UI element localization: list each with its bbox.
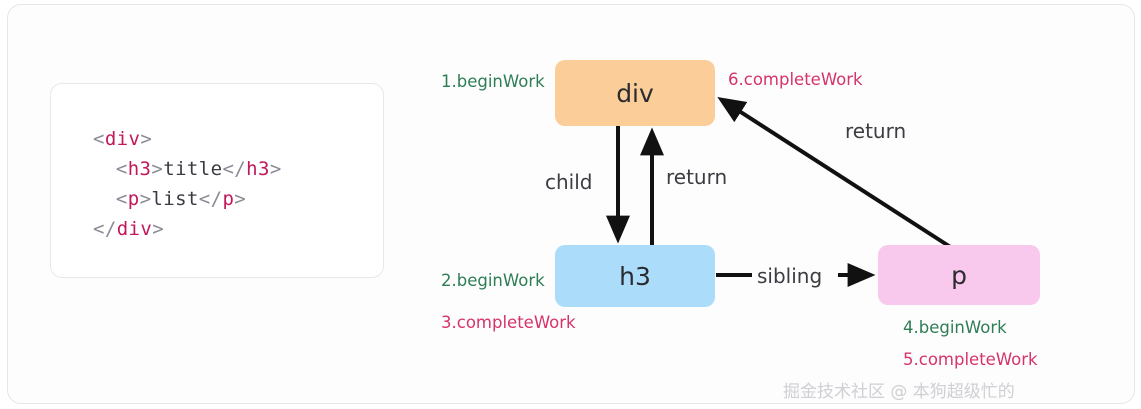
step-label-5-completework: 5.completeWork	[903, 350, 1038, 369]
code-token-pun: </	[222, 158, 247, 180]
edge-label-return-up: return	[666, 165, 728, 189]
code-token-pun: >	[140, 128, 153, 150]
code-token-tag: div	[104, 128, 141, 150]
code-token-tag: div	[116, 218, 153, 240]
code-token-pun: </	[198, 188, 223, 210]
node-p[interactable]: p	[878, 245, 1040, 305]
edge-label-return-diagonal: return	[845, 119, 907, 143]
code-token-txt: title	[163, 158, 223, 180]
step-label-4-beginwork: 4.beginWork	[903, 318, 1007, 337]
code-token-pun: <	[115, 158, 128, 180]
step-label-2-beginwork: 2.beginWork	[441, 271, 545, 290]
code-token-tag: h3	[127, 158, 152, 180]
code-line: <h3>title</h3>	[93, 154, 282, 184]
code-token-pun: >	[269, 158, 282, 180]
code-token-pun: >	[139, 188, 152, 210]
code-line: </div>	[93, 214, 282, 244]
code-token-tag: h3	[246, 158, 270, 180]
code-snippet-text: <div> <h3>title</h3> <p>list</p></div>	[93, 124, 282, 244]
code-indent	[93, 184, 116, 214]
code-line: <div>	[93, 124, 282, 154]
code-token-pun: >	[151, 158, 164, 180]
code-token-pun: >	[152, 218, 165, 240]
code-snippet-panel: <div> <h3>title</h3> <p>list</p></div>	[50, 83, 384, 278]
code-indent	[93, 154, 116, 184]
node-div[interactable]: div	[555, 60, 715, 126]
node-h3[interactable]: h3	[555, 245, 715, 307]
edge-label-sibling: sibling	[757, 264, 823, 288]
code-token-pun: <	[115, 188, 128, 210]
step-label-1-beginwork: 1.beginWork	[441, 72, 545, 91]
edge-label-child: child	[545, 170, 593, 194]
code-token-pun: <	[93, 128, 105, 150]
code-token-tag: p	[127, 188, 140, 210]
step-label-6-completework: 6.completeWork	[728, 70, 863, 89]
code-token-tag: p	[222, 188, 235, 210]
step-label-3-completework: 3.completeWork	[441, 313, 576, 332]
code-token-txt: list	[151, 188, 199, 210]
code-line: <p>list</p>	[93, 184, 282, 214]
code-token-pun: </	[93, 218, 117, 240]
code-token-pun: >	[234, 188, 247, 210]
watermark-text: 掘金技术社区 @ 本狗超级忙的	[783, 382, 1015, 402]
